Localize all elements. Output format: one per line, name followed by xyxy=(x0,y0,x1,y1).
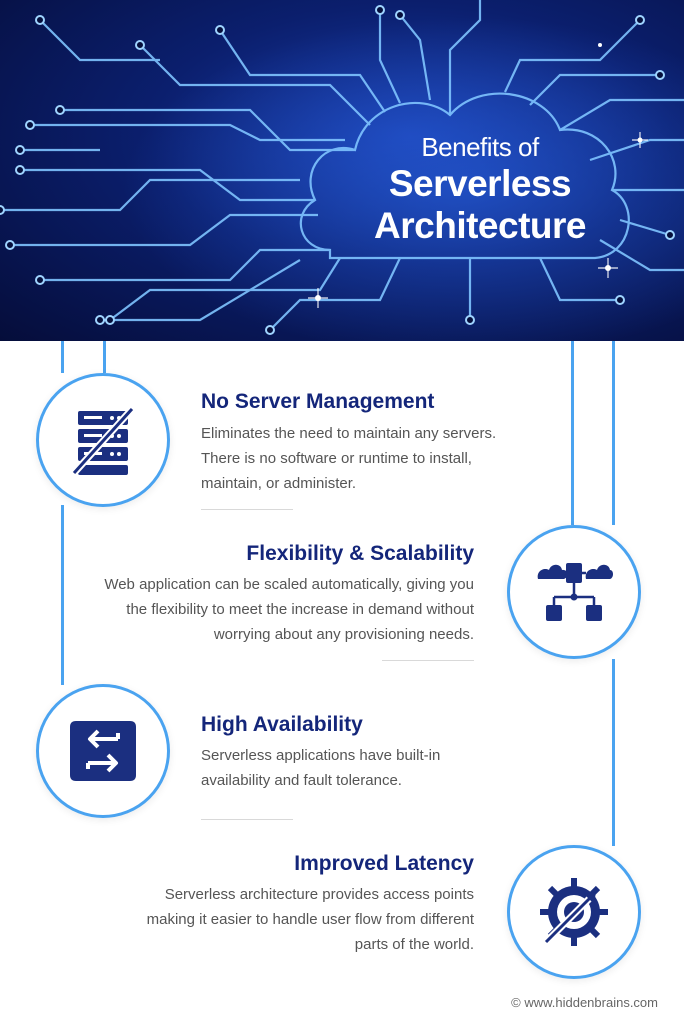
divider xyxy=(382,660,474,661)
feature-icon-circle xyxy=(36,684,170,818)
hero-title-line1: Benefits of xyxy=(421,132,539,162)
feature-description: Serverless architecture provides access … xyxy=(146,886,474,953)
feature-title: High Availability xyxy=(201,713,363,736)
feature-title: No Server Management xyxy=(201,390,435,413)
hero-title-line3: Architecture xyxy=(374,205,586,246)
hero-title: Benefits of Serverless Architecture xyxy=(330,132,630,247)
circuit-board-illustration xyxy=(0,0,684,341)
feature-icon-circle xyxy=(507,525,641,659)
connector-line xyxy=(61,505,64,685)
copyright: © www.hiddenbrains.com xyxy=(511,995,658,1010)
feature-icon-circle xyxy=(507,845,641,979)
feature-description: Web application can be scaled automatica… xyxy=(104,576,474,643)
connector-line xyxy=(571,341,574,525)
cloud-network-icon xyxy=(537,563,613,621)
connector-line xyxy=(103,341,106,373)
feature-title: Improved Latency xyxy=(294,852,474,875)
feature-description: Eliminates the need to maintain any serv… xyxy=(201,425,497,492)
connector-line xyxy=(612,659,615,846)
feature-description: Serverless applications have built-in av… xyxy=(201,747,441,789)
feature-title: Flexibility & Scalability xyxy=(246,542,474,565)
speed-gear-icon xyxy=(540,878,608,946)
divider xyxy=(201,509,293,510)
connector-line xyxy=(612,341,615,525)
connector-line xyxy=(61,341,64,373)
arrows-exchange-icon xyxy=(70,721,136,781)
divider xyxy=(201,819,293,820)
feature-icon-circle xyxy=(36,373,170,507)
server-off-icon xyxy=(71,406,135,476)
hero-banner: Benefits of Serverless Architecture xyxy=(0,0,684,341)
hero-title-line2: Serverless xyxy=(388,163,572,204)
